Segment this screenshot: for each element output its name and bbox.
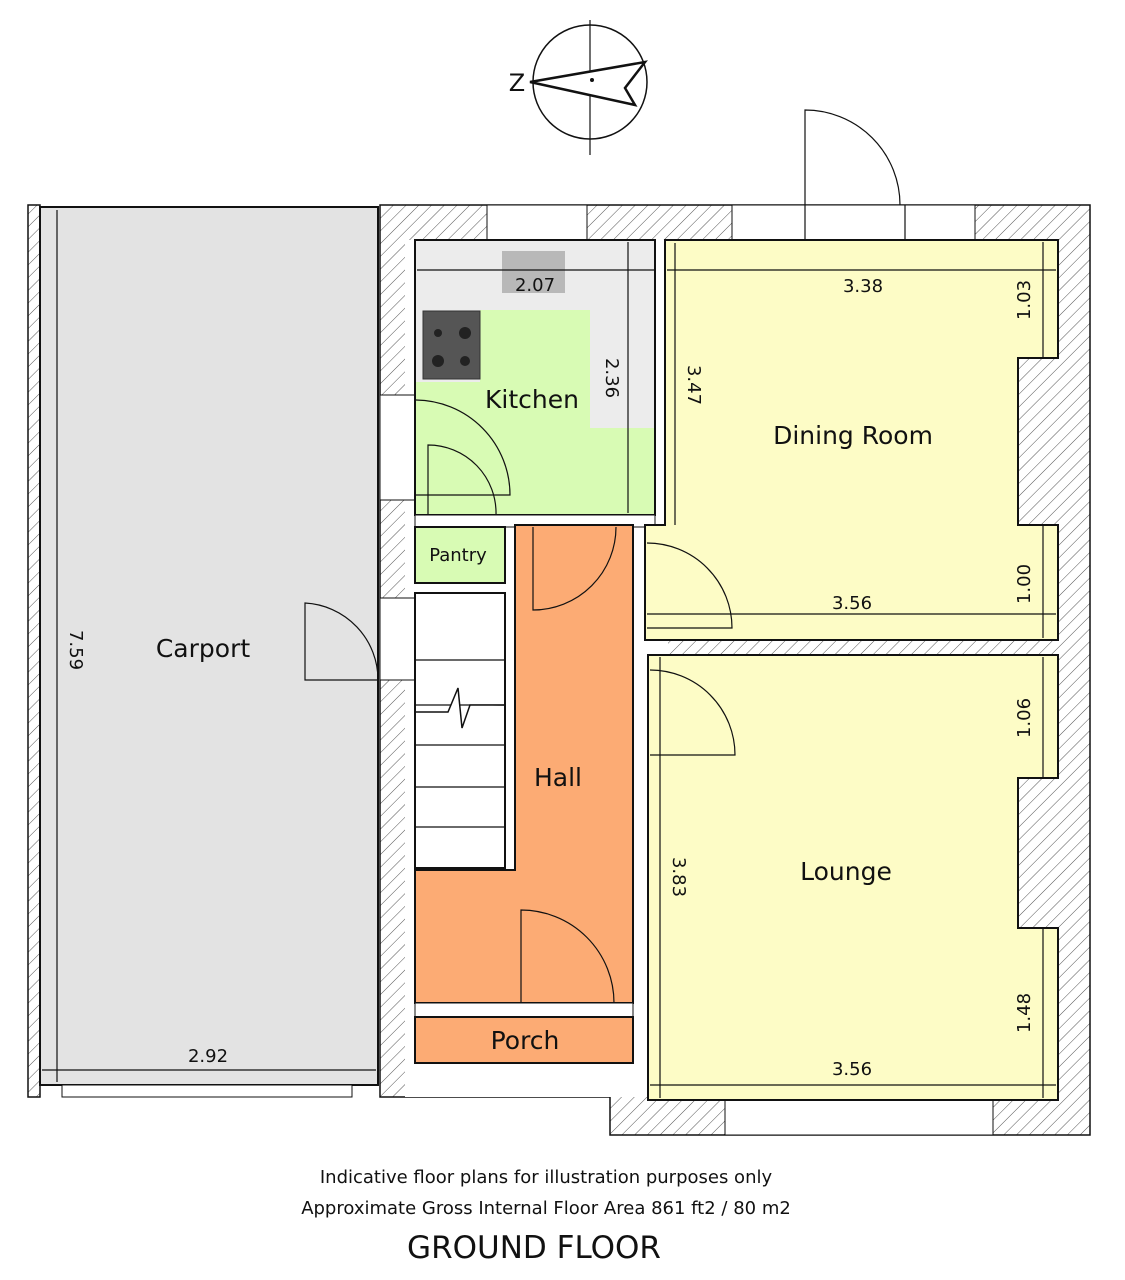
dining-door-opening [731, 204, 976, 242]
floor-title: GROUND FLOOR [407, 1230, 661, 1266]
dining-label: Dining Room [773, 421, 933, 450]
dim-kitchen-width: 2.07 [515, 275, 555, 296]
room-pantry [414, 526, 506, 584]
north-letter: Z [509, 69, 525, 97]
carport-wall [27, 204, 41, 1098]
compass: Z [509, 20, 648, 155]
dim-lounge-right-bottom: 1.48 [1014, 993, 1035, 1033]
kitchen-door [415, 399, 511, 496]
dim-kitchen-depth: 2.36 [601, 358, 622, 398]
carport-door [304, 602, 379, 681]
staircase [414, 592, 506, 869]
dim-dining-bottom: 3.56 [832, 593, 872, 614]
room-carport [39, 206, 379, 1086]
sink-icon [502, 251, 565, 293]
hall-cupboard-door [532, 526, 617, 611]
disclaimer-text: Indicative floor plans for illustration … [320, 1167, 773, 1188]
dim-lounge-left: 3.83 [668, 857, 689, 897]
room-porch [414, 1016, 634, 1064]
north-arrow-icon [529, 60, 648, 107]
lounge-door [649, 669, 736, 756]
porch-label: Porch [491, 1026, 560, 1055]
dining-external-door [804, 109, 901, 206]
hall-label: Hall [534, 763, 582, 792]
pantry-label: Pantry [429, 545, 487, 566]
lounge-window [724, 1099, 994, 1136]
room-dining [644, 239, 1059, 641]
room-lounge [647, 654, 1059, 1101]
dim-lounge-right-top: 1.06 [1014, 698, 1035, 738]
dim-carport-length: 7.59 [65, 630, 86, 670]
dim-carport-width: 2.92 [188, 1046, 228, 1067]
dim-dining-top: 3.38 [843, 276, 883, 297]
kitchen-window [486, 204, 588, 242]
dim-dining-left: 3.47 [683, 365, 704, 405]
lounge-label: Lounge [800, 857, 892, 886]
hall-front-door [520, 909, 615, 1004]
kitchen-label: Kitchen [485, 385, 579, 414]
floor-area-text: Approximate Gross Internal Floor Area 86… [301, 1198, 791, 1219]
dim-dining-right-bottom: 1.00 [1014, 564, 1035, 604]
dim-dining-right-top: 1.03 [1014, 280, 1035, 320]
dim-lounge-width: 3.56 [832, 1059, 872, 1080]
hob-icon [422, 310, 481, 380]
dining-door [646, 542, 733, 629]
carport-label: Carport [156, 634, 250, 663]
